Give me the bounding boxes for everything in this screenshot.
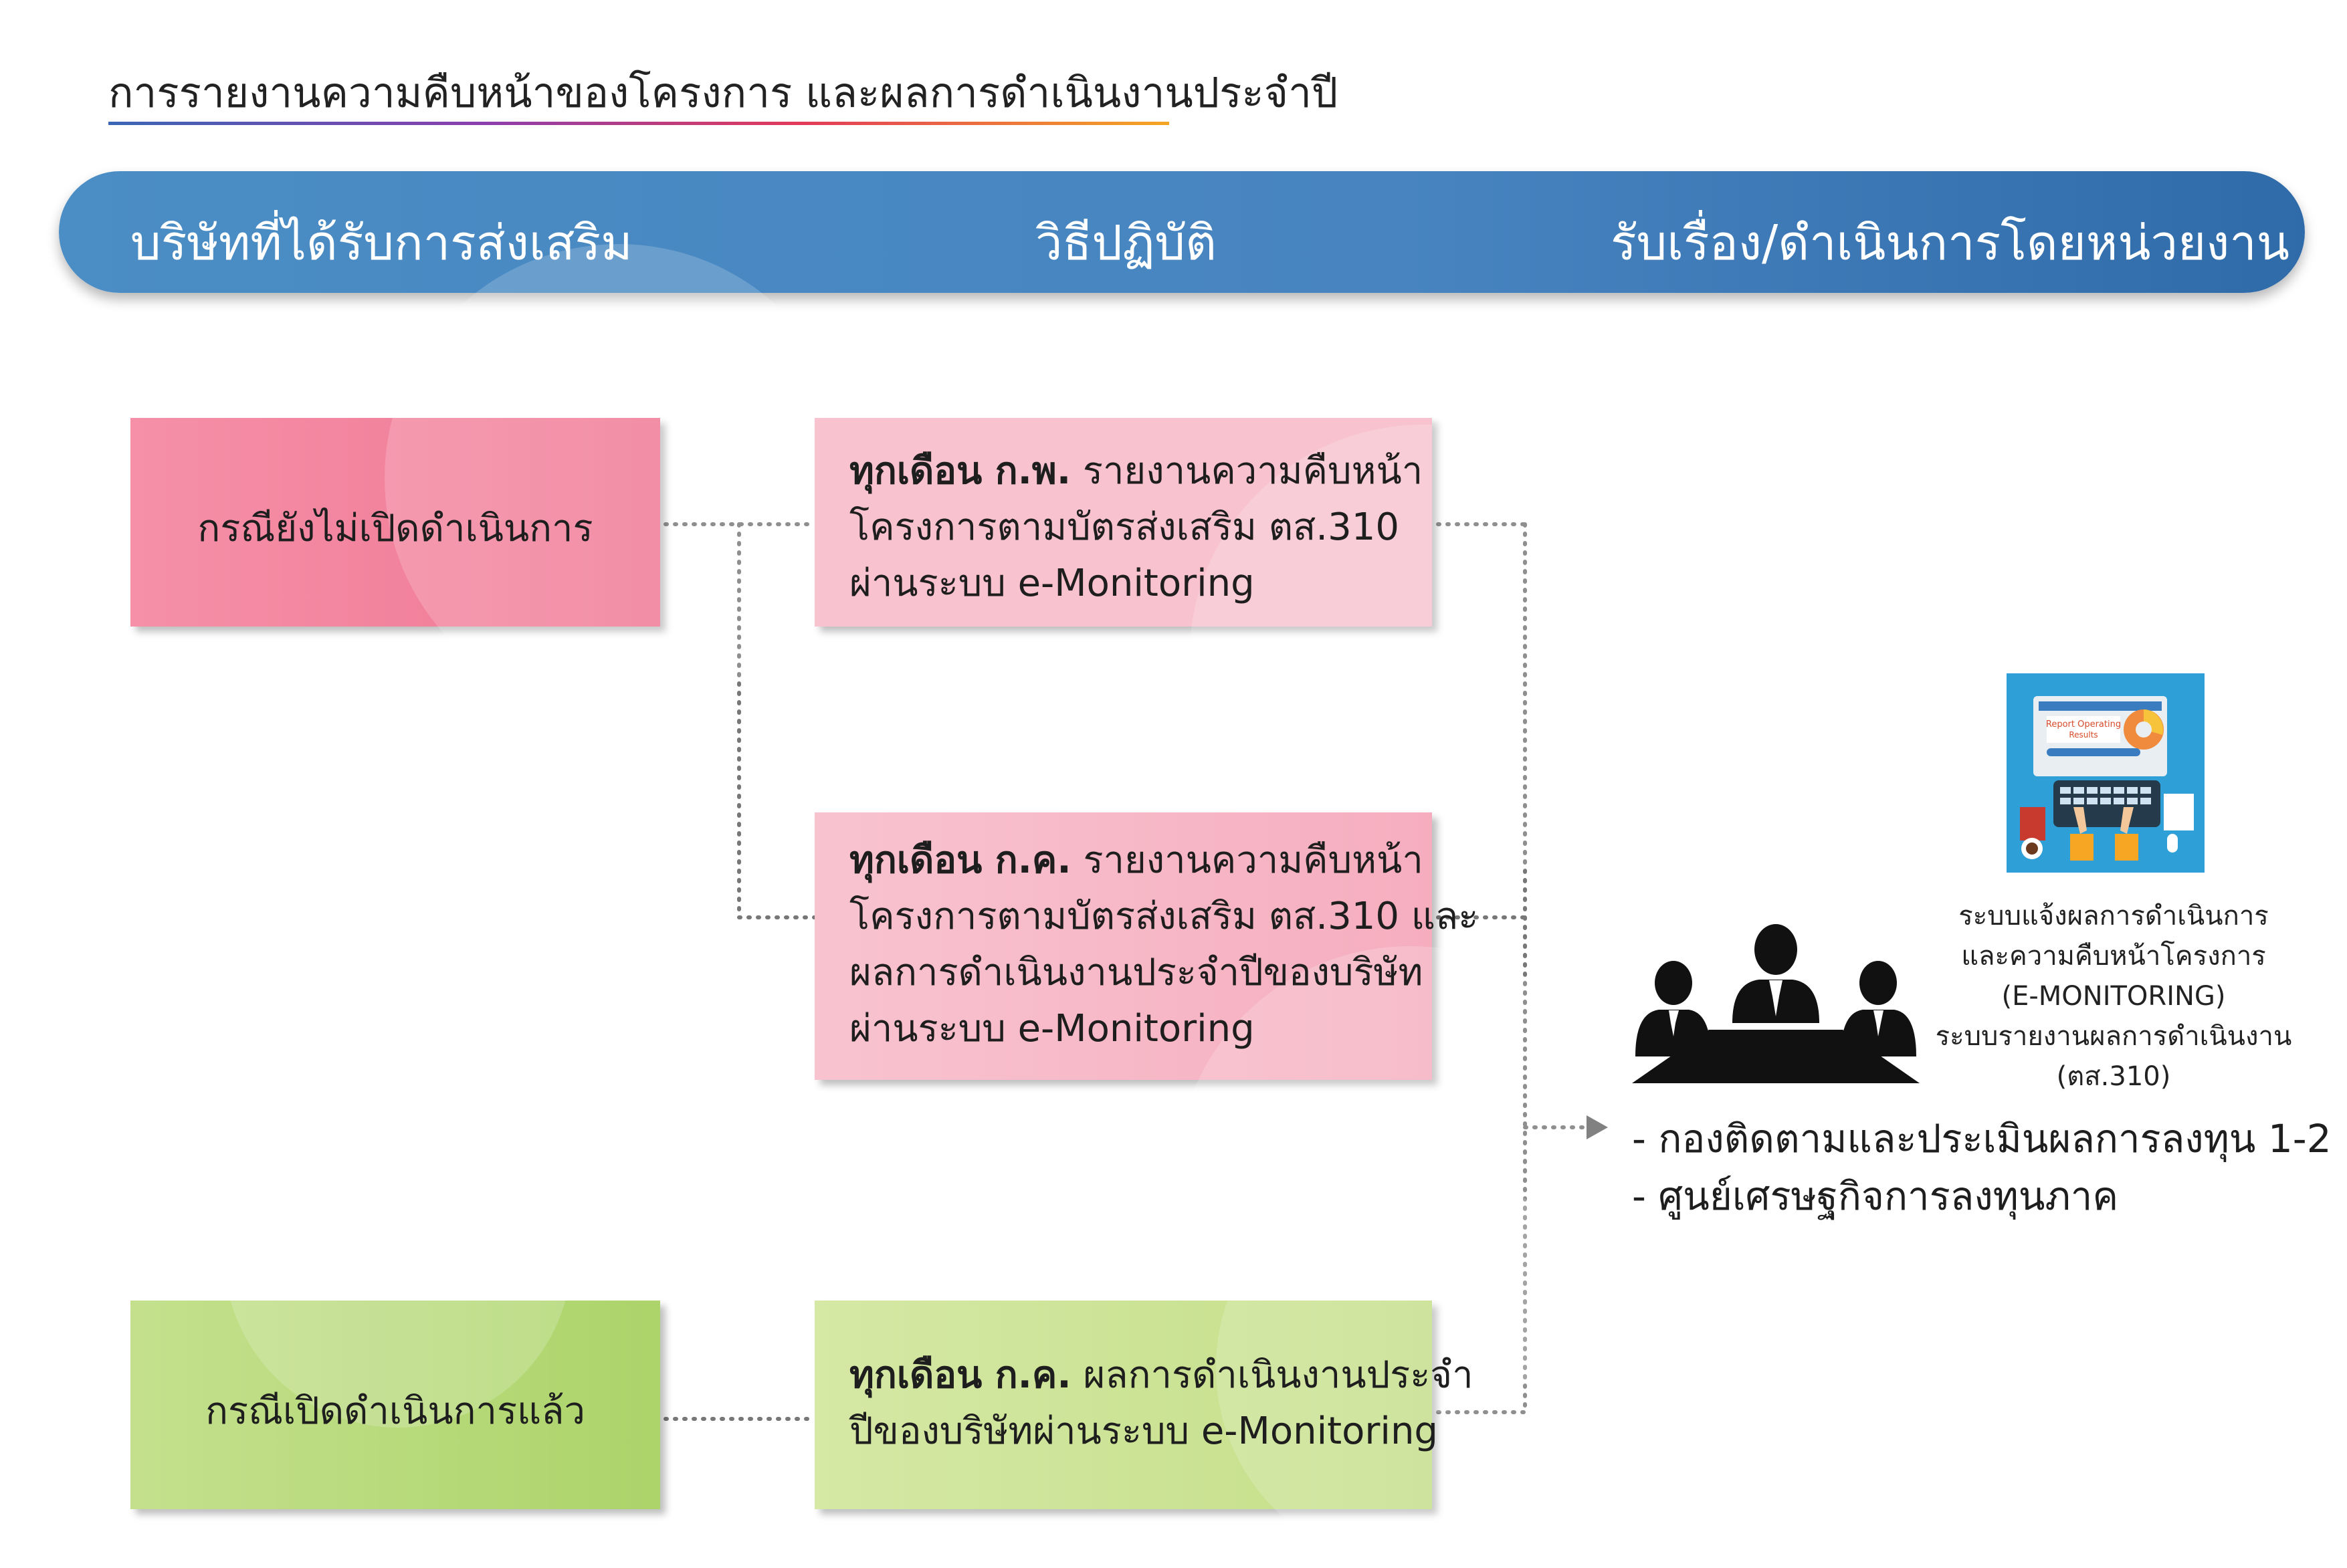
case-not-started-box: กรณียังไม่เปิดดำเนินการ bbox=[130, 244, 853, 712]
procedure-jul-progress-box: ทุกเดือน ก.ค. รายงานความคืบหน้า โครงการต… bbox=[815, 812, 1644, 1414]
procedure-jul2-period: ทุกเดือน ก.ค. bbox=[849, 1353, 1072, 1397]
arrow-head-icon bbox=[1587, 1115, 1608, 1139]
report-operating-text: Report Operating bbox=[2046, 719, 2121, 730]
procedure-jul-line1: รายงานความคืบหน้า bbox=[1071, 838, 1423, 882]
procedure-feb-line1: รายงานความคืบหน้า bbox=[1071, 449, 1423, 493]
header-bar bbox=[59, 171, 2305, 293]
agency-item-1: - กองติดตามและประเมินผลการลงทุน 1-2 bbox=[1632, 1116, 2332, 1161]
procedure-jul-result-box: ทุกเดือน ก.ค. ผลการดำเนินงานประจำ ปีของบ… bbox=[815, 1167, 1617, 1568]
case-started-label: กรณีเปิดดำเนินการแล้ว bbox=[205, 1389, 585, 1433]
title-underline bbox=[108, 122, 1169, 125]
agency-item-2: - ศูนย์เศรษฐกิจการลงทุนภาค bbox=[1632, 1173, 2119, 1219]
procedure-feb-line3: ผ่านระบบ e-Monitoring bbox=[849, 562, 1255, 605]
header-agency: รับเรื่อง/ดำเนินการโดยหน่วยงาน bbox=[1611, 215, 2289, 271]
system-line2: และความคืบหน้าโครงการ bbox=[1961, 941, 2266, 972]
system-line4: ระบบรายงานผลการดำเนินงาน bbox=[1935, 1021, 2292, 1052]
procedure-jul-line3: ผลการดำเนินงานประจำปีของบริษัท bbox=[849, 951, 1423, 994]
procedure-jul2-line2: ปีของบริษัทผ่านระบบ e-Monitoring bbox=[849, 1410, 1438, 1453]
procedure-feb-box: ทุกเดือน ก.พ. รายงานความคืบหน้า โครงการต… bbox=[815, 418, 1657, 893]
system-line5: (ตส.310) bbox=[2056, 1061, 2171, 1092]
agency-list: - กองติดตามและประเมินผลการลงทุน 1-2 - ศู… bbox=[1632, 1110, 2332, 1225]
meeting-people-icon bbox=[1632, 924, 1920, 1083]
page-title: การรายงานความคืบหน้าของโครงการ และผลการด… bbox=[108, 68, 1338, 117]
procedure-feb-line2: โครงการตามบัตรส่งเสริม ตส.310 bbox=[849, 506, 1399, 549]
procedure-jul-period: ทุกเดือน ก.ค. bbox=[849, 838, 1072, 882]
case-not-started-label: กรณียังไม่เปิดดำเนินการ bbox=[197, 507, 593, 550]
header-company: บริษัทที่ได้รับการส่งเสริม bbox=[130, 215, 633, 271]
e-monitoring-illustration: Report Operating Results bbox=[2007, 673, 2205, 873]
procedure-jul-line2: โครงการตามบัตรส่งเสริม ตส.310 และ bbox=[849, 895, 1479, 938]
procedure-jul-line4: ผ่านระบบ e-Monitoring bbox=[849, 1007, 1255, 1050]
results-text: Results bbox=[2069, 730, 2098, 740]
system-description: ระบบแจ้งผลการดำเนินการ และความคืบหน้าโคร… bbox=[1926, 896, 2301, 1097]
system-line1: ระบบแจ้งผลการดำเนินการ bbox=[1958, 901, 2269, 931]
header-procedure: วิธีปฏิบัติ bbox=[1035, 215, 1217, 271]
system-line3: (E-MONITORING) bbox=[2001, 981, 2226, 1012]
procedure-jul2-line1: ผลการดำเนินงานประจำ bbox=[1071, 1353, 1473, 1397]
procedure-feb-period: ทุกเดือน ก.พ. bbox=[849, 449, 1072, 493]
case-started-box: กรณีเปิดดำเนินการแล้ว bbox=[130, 1080, 660, 1509]
